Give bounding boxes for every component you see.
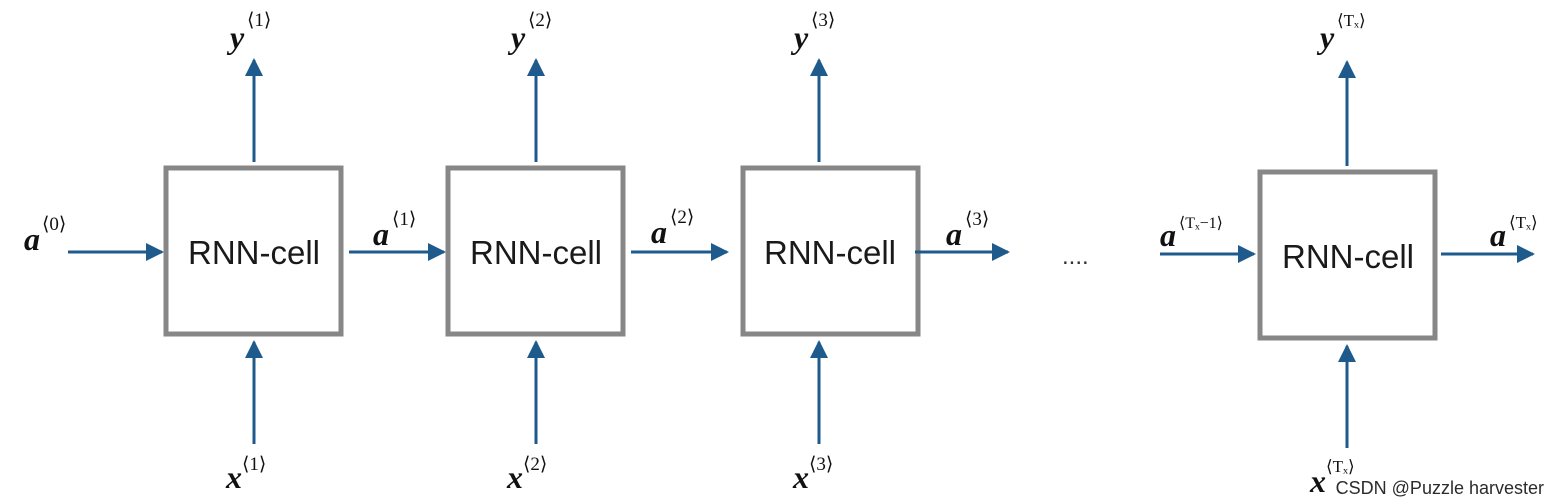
activation-label-3: a ⟨3⟩: [946, 209, 989, 252]
output-label-base: y: [226, 19, 245, 55]
activation-label-base: a: [24, 221, 40, 257]
input-label-base: x: [506, 459, 523, 495]
activation-label-sup: ⟨2⟩: [670, 207, 694, 228]
output-label-base: y: [790, 19, 809, 55]
rnn-cell-label: RNN-cell: [188, 234, 320, 271]
output-label-sup: ⟨1⟩: [247, 10, 271, 31]
input-label-sup: ⟨2⟩: [523, 454, 547, 475]
output-label-sup: ⟨Tₓ⟩: [1337, 11, 1366, 30]
input-label-base: x: [225, 459, 242, 495]
rnn-cell-3: RNN-cell: [740, 165, 921, 337]
input-label-tx: x ⟨Tₓ⟩: [1309, 457, 1355, 499]
activation-label-sup: ⟨Tₓ−1⟩: [1179, 215, 1223, 232]
rnn-cell-2: RNN-cell: [445, 165, 626, 337]
activation-label-sup: ⟨Tₓ⟩: [1509, 213, 1538, 232]
output-label-3: y ⟨3⟩: [790, 10, 835, 55]
activation-label-base: a: [651, 214, 667, 250]
rnn-cell-label: RNN-cell: [470, 234, 602, 271]
output-label-base: y: [507, 19, 526, 55]
output-label-base: y: [1316, 19, 1335, 55]
input-label-sup: ⟨Tₓ⟩: [1326, 457, 1355, 476]
activation-label-sup: ⟨1⟩: [392, 209, 416, 230]
output-label-tx: y ⟨Tₓ⟩: [1316, 11, 1366, 55]
activation-arrows: [68, 243, 1535, 263]
activation-label-sup: ⟨0⟩: [42, 214, 66, 235]
activation-label-base: a: [1160, 217, 1176, 253]
input-arrows: [245, 340, 1356, 448]
output-label-2: y ⟨2⟩: [507, 10, 552, 55]
activation-label-0: a ⟨0⟩: [24, 214, 66, 257]
input-label-2: x ⟨2⟩: [506, 454, 547, 495]
input-label-sup: ⟨1⟩: [242, 454, 266, 475]
activation-label-sup: ⟨3⟩: [965, 209, 989, 230]
activation-label-tx-minus-1: a ⟨Tₓ−1⟩: [1160, 215, 1223, 253]
output-label-1: y ⟨1⟩: [226, 10, 271, 55]
input-label-sup: ⟨3⟩: [809, 454, 833, 475]
rnn-cell-1: RNN-cell: [163, 165, 344, 337]
output-label-sup: ⟨2⟩: [528, 10, 552, 31]
activation-label-tx: a ⟨Tₓ⟩: [1490, 213, 1538, 253]
activation-label-base: a: [1490, 217, 1506, 253]
output-label-sup: ⟨3⟩: [811, 10, 835, 31]
input-label-base: x: [1309, 463, 1326, 499]
input-label-3: x ⟨3⟩: [792, 454, 833, 495]
sequence-ellipsis: ....: [1062, 243, 1089, 270]
activation-label-2: a ⟨2⟩: [651, 207, 694, 250]
watermark-text: CSDN @Puzzle harvester: [1336, 478, 1544, 498]
rnn-cell-tx: RNN-cell: [1257, 169, 1438, 341]
activation-label-base: a: [946, 216, 962, 252]
activation-label-base: a: [373, 216, 389, 252]
output-arrows: [245, 58, 1356, 166]
rnn-cell-label: RNN-cell: [764, 234, 896, 271]
rnn-cell-label: RNN-cell: [1282, 238, 1414, 275]
activation-label-1: a ⟨1⟩: [373, 209, 416, 252]
input-label-1: x ⟨1⟩: [225, 454, 266, 495]
input-label-base: x: [792, 459, 809, 495]
